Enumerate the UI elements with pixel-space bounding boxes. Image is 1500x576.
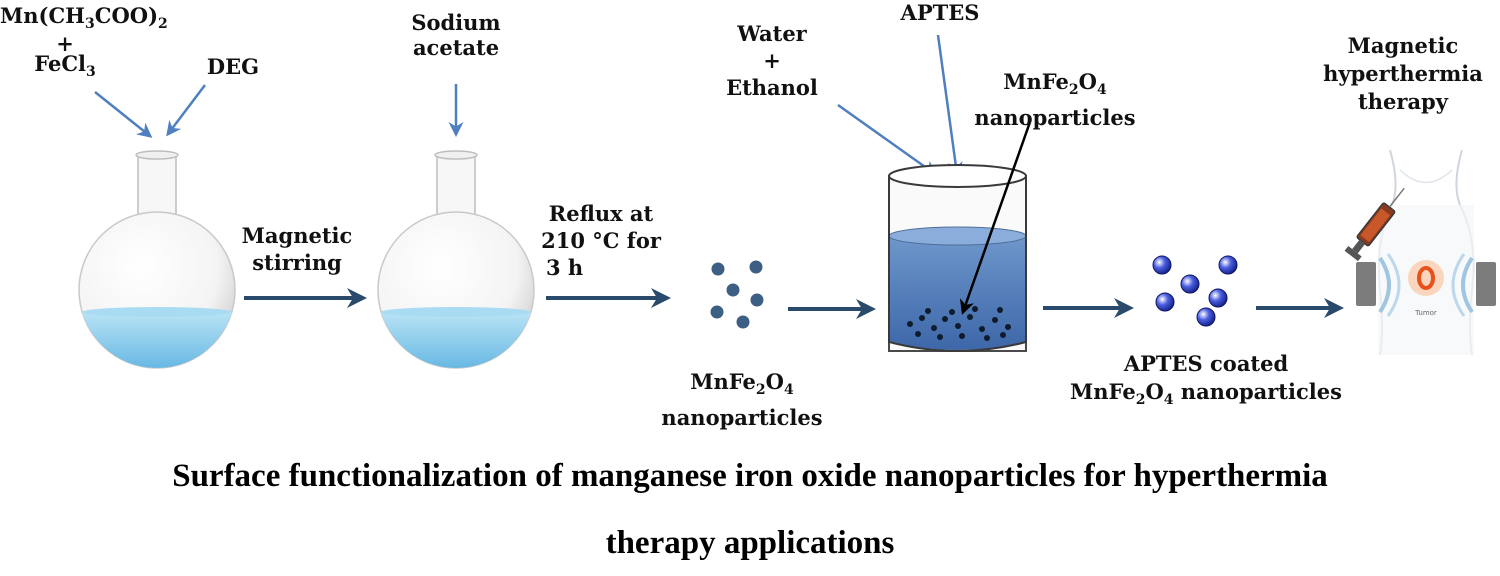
flask-2-solution	[378, 312, 534, 368]
flask-2	[377, 150, 535, 369]
sodium-acetate-label: Sodium acetate	[411, 10, 501, 60]
deg-label: DEG	[206, 54, 260, 79]
water-ethanol-label: Water + Ethanol	[726, 21, 818, 100]
hyperthermia-therapy-illustration: Tumor	[1344, 149, 1496, 356]
figure-caption-line-1: Surface functionalization of manganese i…	[172, 458, 1328, 494]
aptes-label: APTES	[900, 0, 980, 25]
tumor-icon	[1417, 266, 1435, 290]
beaker-nanoparticles	[907, 306, 1011, 341]
mnfe2o4-nanoparticle-cluster	[710, 260, 764, 329]
aptes-coated-nanoparticles-label: APTES coated MnFe2O4 nanoparticles	[1070, 351, 1342, 409]
flask-1-solution	[79, 312, 235, 368]
figure-caption-line-2: therapy applications	[605, 525, 895, 561]
arrow-water-ethanol-to-beaker	[837, 103, 938, 176]
syringe-icon	[1344, 187, 1405, 262]
magnetic-hyperthermia-therapy-label: Magnetic hyperthermia therapy	[1323, 33, 1483, 114]
arrow-deg-to-flask1	[166, 84, 206, 137]
mnfe2o4-nanoparticles-label: MnFe2O4 nanoparticles	[661, 369, 823, 431]
arrow-aptes-to-beaker	[936, 34, 963, 177]
aptes-coated-nanoparticle-cluster	[1152, 255, 1238, 327]
beaker	[888, 164, 1027, 352]
reflux-conditions-label: Reflux at 210 °C for 3 h	[541, 201, 661, 280]
beaker-solution	[889, 236, 1026, 350]
arrow-reagents-to-flask1	[94, 91, 153, 138]
beaker-nanoparticles-label: MnFe2O4 nanoparticles	[974, 69, 1136, 131]
tumor-label: Tumor	[1414, 309, 1437, 317]
reagent-mn-acetate-label: Mn(CH3COO)2 + FeCl3	[0, 3, 168, 81]
magnetic-stirring-label: Magnetic stirring	[241, 223, 353, 275]
flask-1	[78, 150, 236, 369]
arrow-nanoparticles-into-beaker	[959, 121, 1032, 315]
